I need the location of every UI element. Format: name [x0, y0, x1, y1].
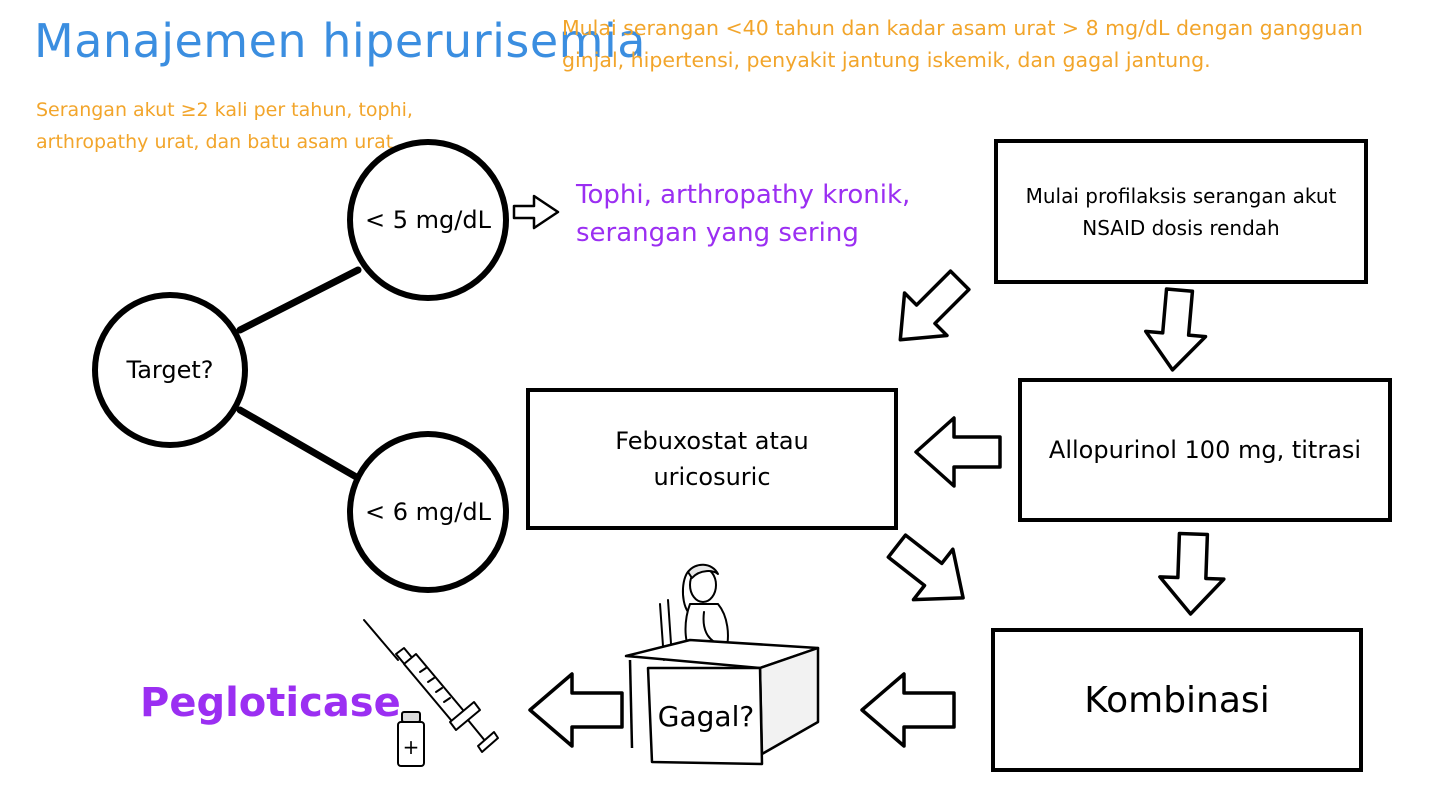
febuxostat-line2: uricosuric	[653, 463, 771, 491]
lt5-circle	[347, 139, 509, 301]
lt5-indication-line2: serangan yang sering	[576, 218, 859, 248]
lt5-indication-line1: Tophi, arthropathy kronik,	[576, 180, 911, 210]
allopurinol-label: Allopurinol 100 mg, titrasi	[1048, 436, 1362, 464]
lt6-circle	[347, 431, 509, 593]
pegloticase-label: Pegloticase	[140, 680, 401, 726]
vial-icon: +	[397, 711, 425, 767]
prophylaxis-line2: NSAID dosis rendah	[1082, 215, 1280, 240]
febuxostat-line1: Febuxostat atau	[615, 427, 809, 455]
connector-target-lt5	[236, 266, 362, 334]
febuxostat-box	[526, 388, 898, 530]
svg-text:+: +	[403, 735, 420, 759]
hollow-arrow-icon	[886, 533, 965, 602]
gagal-label: Gagal?	[657, 699, 755, 733]
hollow-arrow-icon	[1144, 287, 1208, 372]
criteria-note-left: Serangan akut ≥2 kali per tahun, tophi, …	[36, 99, 413, 153]
target-label: Target?	[126, 356, 214, 384]
lt6-label: < 6 mg/dL	[365, 498, 491, 526]
connector-target-lt6	[236, 406, 362, 482]
lt5-label: < 5 mg/dL	[365, 206, 491, 234]
target-circle	[92, 292, 248, 448]
kombinasi-label: Kombinasi	[1084, 679, 1270, 721]
desk-icon	[624, 638, 820, 766]
hollow-arrow-icon	[528, 672, 624, 748]
lt5-indication-note: Tophi, arthropathy kronik, serangan yang…	[576, 176, 910, 252]
hollow-arrow-icon	[512, 194, 560, 230]
hollow-arrow-icon	[898, 269, 971, 342]
hollow-arrow-icon	[1158, 531, 1226, 616]
prophylaxis-label: Mulai profilaksis serangan akut NSAID do…	[998, 143, 1364, 280]
criteria-note-top: Mulai serangan <40 tahun dan kadar asam …	[562, 16, 1363, 72]
page-title: Manajemen hiperurisemia	[34, 14, 646, 68]
allopurinol-box	[1018, 378, 1392, 522]
kombinasi-box	[991, 628, 1363, 772]
prophylaxis-box	[994, 139, 1368, 284]
prophylaxis-line1: Mulai profilaksis serangan akut	[1025, 183, 1337, 208]
hollow-arrow-icon	[860, 672, 956, 748]
syringe-icon	[363, 619, 499, 753]
febuxostat-label: Febuxostat atau uricosuric	[530, 392, 894, 526]
hollow-arrow-icon	[914, 416, 1002, 488]
